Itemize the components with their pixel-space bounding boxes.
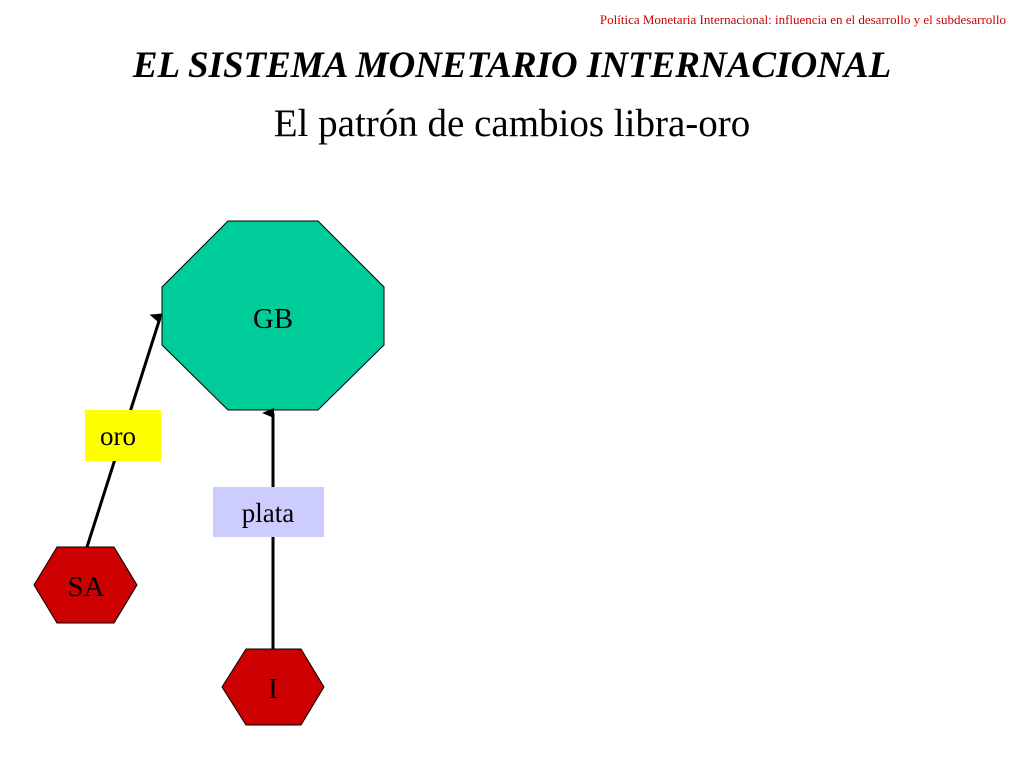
- plata-flow-label: plata: [213, 487, 324, 537]
- plata-label-text: plata: [242, 498, 294, 528]
- gb-label: GB: [253, 303, 293, 335]
- slide-title: EL SISTEMA MONETARIO INTERNACIONAL: [132, 45, 892, 86]
- sa-node: SA: [33, 546, 138, 624]
- gb-octagon-shape: [161, 220, 385, 411]
- plata-label-box: [213, 487, 324, 537]
- oro-flow-label: oro: [85, 410, 161, 461]
- gb-node: GB: [161, 220, 385, 411]
- i-label: I: [268, 673, 278, 705]
- oro-label-box: [85, 410, 161, 461]
- i-node: I: [221, 648, 325, 726]
- sa-label: SA: [67, 571, 104, 603]
- header-note: Política Monetaria Internacional: influe…: [599, 12, 1006, 27]
- oro-label-text: oro: [100, 421, 136, 451]
- slide-subtitle: El patrón de cambios libra-oro: [273, 102, 751, 145]
- sa-hexagon-shape: [33, 546, 138, 624]
- i-hexagon-shape: [221, 648, 325, 726]
